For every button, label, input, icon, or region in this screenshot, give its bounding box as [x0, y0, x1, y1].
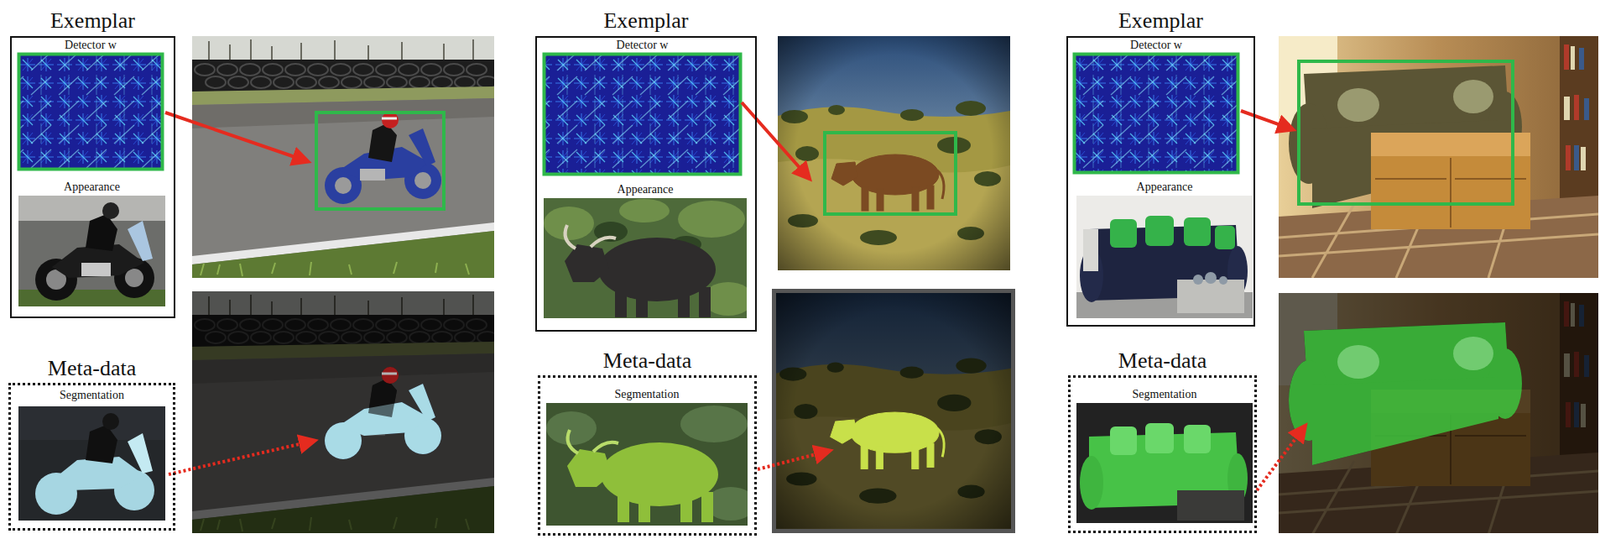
section-heading: Meta-data: [1118, 348, 1207, 374]
exemplar-box: ExemplarDetector wAppearance: [1066, 36, 1256, 327]
section-heading: Exemplar: [603, 8, 688, 34]
metadata-box: Meta-dataSegmentation: [537, 375, 757, 536]
panel-label: Detector w: [17, 37, 164, 53]
section-heading: Meta-data: [47, 355, 136, 381]
image-panel: Detector w: [17, 37, 164, 171]
panel-label: Segmentation: [18, 387, 166, 402]
image-panel: Segmentation: [546, 386, 748, 526]
panel-label: Segmentation: [1076, 386, 1253, 402]
panel-label: Appearance: [1076, 179, 1253, 194]
section-heading: Exemplar: [1118, 8, 1204, 34]
metadata-box: Meta-dataSegmentation: [8, 382, 176, 531]
image-panel: Appearance: [18, 179, 166, 307]
panel-label: Appearance: [543, 182, 747, 197]
image-panel: Appearance: [1076, 179, 1253, 318]
panel-label: Appearance: [18, 179, 166, 194]
image-panel: Segmentation: [1076, 386, 1253, 523]
exemplar-box: ExemplarDetector wAppearance: [10, 36, 176, 318]
image-panel: Detector w: [1073, 37, 1240, 174]
image-panel: Segmentation: [18, 387, 166, 521]
image-panel: Appearance: [543, 182, 747, 318]
section-heading: Exemplar: [50, 8, 136, 34]
exemplar-box: ExemplarDetector wAppearance: [535, 36, 757, 332]
panel-label: Detector w: [1073, 37, 1240, 53]
metadata-box: Meta-dataSegmentation: [1068, 375, 1257, 533]
section-heading: Meta-data: [603, 348, 692, 374]
panel-label: Detector w: [542, 37, 742, 53]
panel-label: Segmentation: [546, 386, 748, 402]
image-panel: Detector w: [542, 37, 742, 176]
